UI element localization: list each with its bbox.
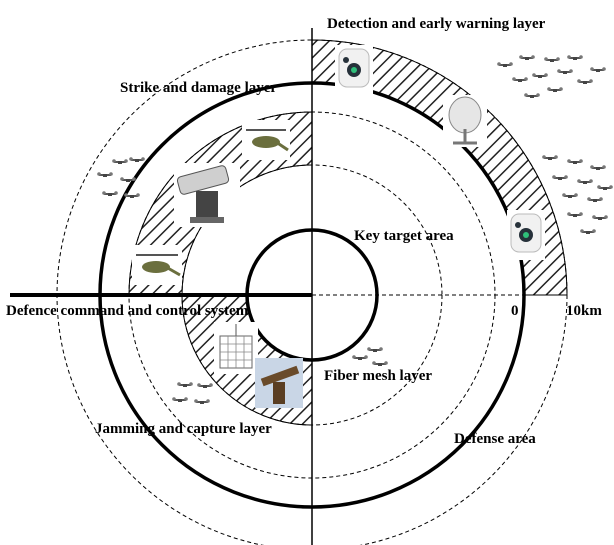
drone-swarm-icon-center [351, 346, 389, 367]
radar-dish-icon [443, 95, 487, 147]
strike-layer-label: Strike and damage layer [120, 80, 277, 96]
jamming-gun-icon [255, 358, 303, 408]
fiber-mesh-label: Fiber mesh layer [324, 368, 432, 384]
net-capture-icon [214, 322, 258, 374]
helicopter-icon-top [242, 120, 290, 160]
jamming-layer-label: Jamming and capture layer [95, 421, 272, 437]
key-target-label: Key target area [354, 228, 454, 244]
optical-sensor-icon-right [507, 210, 545, 260]
drone-swarm-icon-bottom-left [171, 381, 214, 405]
scale-zero-label: 0 [511, 303, 519, 319]
scale-ten-label: 10km [566, 303, 602, 319]
detection-layer-label: Detection and early warning layer [327, 16, 546, 32]
drone-swarm-icon-right-top [496, 54, 607, 99]
laser-weapon-icon [174, 163, 240, 227]
drone-swarm-icon-left [96, 156, 146, 199]
helicopter-icon-left [132, 245, 182, 285]
optical-sensor-icon-top [335, 45, 373, 95]
command-system-label: Defence command and control system [6, 303, 249, 319]
defense-area-label: Defense area [454, 431, 536, 447]
